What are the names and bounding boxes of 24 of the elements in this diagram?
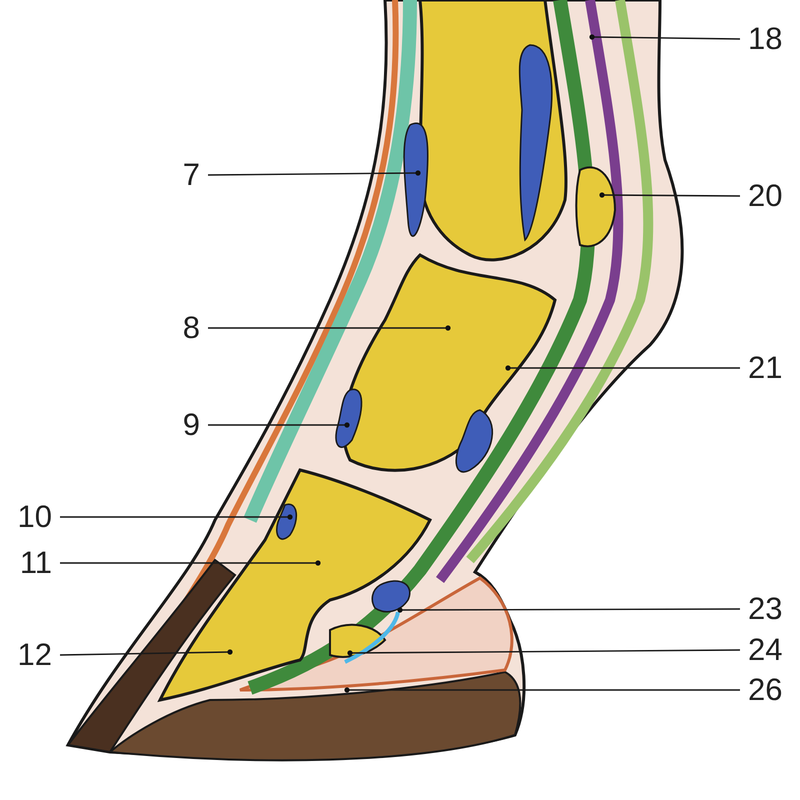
callout-number: 9	[156, 408, 200, 442]
leader-line	[599, 192, 740, 198]
leader-line	[344, 687, 740, 693]
callout-number: 10	[6, 500, 52, 534]
callout-number: 11	[6, 546, 52, 580]
leader-line	[208, 170, 421, 176]
leader-line	[60, 649, 233, 656]
leader-line	[208, 422, 350, 428]
leader-line	[505, 365, 740, 371]
leader-line	[397, 607, 740, 613]
callout-number: 8	[156, 311, 200, 345]
callout-number: 21	[748, 351, 792, 385]
callout-number: 18	[748, 22, 792, 56]
leader-line	[347, 649, 740, 656]
callout-number: 20	[748, 179, 792, 213]
callout-number: 23	[748, 592, 792, 626]
leader-line	[60, 514, 293, 520]
leader-line	[589, 34, 740, 40]
callout-number: 12	[6, 638, 52, 672]
callout-number: 26	[748, 673, 792, 707]
callout-number: 24	[748, 633, 792, 667]
leader-line	[208, 325, 451, 331]
callout-number: 7	[156, 158, 200, 192]
leader-line	[60, 560, 321, 566]
